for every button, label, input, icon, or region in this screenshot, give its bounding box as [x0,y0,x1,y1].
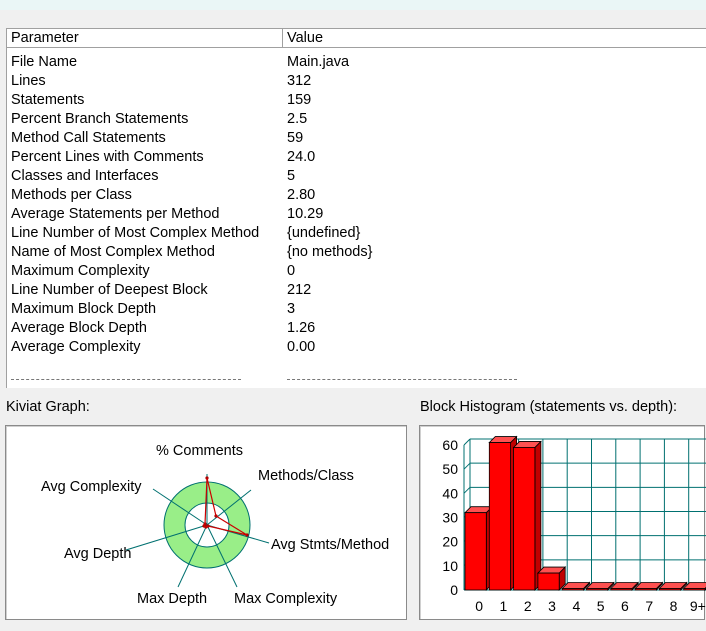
histogram-bar [512,440,542,591]
param-name: Method Call Statements [11,130,166,146]
param-value: 212 [287,282,312,298]
param-name: Statements [11,92,85,108]
param-value: 2.5 [287,111,308,127]
kiviat-label-comments: % Comments [156,443,243,459]
grid-line [463,462,471,470]
kiviat-label-methods-class: Methods/Class [258,468,354,484]
grid-line [463,486,471,494]
y-tick-label: 0 [450,582,458,598]
param-value: 159 [287,92,312,108]
param-value: 24.0 [287,149,316,165]
param-value: 312 [287,73,312,89]
x-tick-label: 6 [621,598,629,614]
param-name: Lines [11,73,46,89]
kiviat-axis-methods-class [206,489,252,526]
param-name: Average Complexity [11,339,141,355]
y-tick-label: 20 [442,534,458,550]
param-value: 2.80 [287,187,316,203]
param-value: 5 [287,168,296,184]
histogram-bar [658,581,688,591]
histogram-bar [634,581,664,591]
separator-left [11,379,241,381]
kiviat-label-max-depth: Max Depth [137,591,207,607]
separator-right [287,379,517,381]
param-value: 3 [287,301,296,317]
x-tick-label: 1 [500,598,508,614]
param-name: Percent Branch Statements [11,111,189,127]
kiviat-label-avg-stmts: Avg Stmts/Method [271,537,389,553]
param-value: 0.00 [287,339,316,355]
param-name: Percent Lines with Comments [11,149,204,165]
param-name: Classes and Interfaces [11,168,159,184]
x-tick-label: 8 [670,598,678,614]
histogram-bar [561,581,591,591]
y-tick-label: 50 [442,461,458,477]
y-tick-label: 60 [442,437,458,453]
param-value: 59 [287,130,304,146]
x-tick-label: 4 [572,598,580,614]
kiviat-axis-avg-complexity [152,488,208,526]
histogram-bar [536,566,567,591]
param-name: Average Block Depth [11,320,147,336]
param-name: Maximum Complexity [11,263,150,279]
histogram-bar [585,581,615,591]
histogram-bar [609,581,640,591]
kiviat-axis-max-depth [177,524,208,588]
kiviat-plot [203,477,248,536]
param-value: 1.26 [287,320,316,336]
param-name: Average Statements per Method [11,206,220,222]
kiviat-label-avg-depth: Avg Depth [64,546,131,562]
kiviat-axis-avg-depth [125,524,208,551]
y-tick-label: 30 [442,510,458,526]
kiviat-graph: % Comments Methods/Class Avg Stmts/Metho… [5,425,407,620]
histogram-bar [464,505,494,591]
x-tick-label: 2 [524,598,532,614]
kiviat-label-avg-complexity: Avg Complexity [41,479,142,495]
kiviat-axis-max-complexity [206,524,238,588]
y-tick-label: 40 [442,485,458,501]
column-header-parameter[interactable]: Parameter [7,29,283,48]
x-tick-label: 3 [548,598,556,614]
param-value: {undefined} [287,225,361,241]
kiviat-svg: % Comments Methods/Class Avg Stmts/Metho… [41,443,389,607]
y-tick-label: 10 [442,558,458,574]
kiviat-label-max-complexity: Max Complexity [234,591,338,607]
param-value: Main.java [287,54,350,70]
histogram-bar [682,582,706,591]
param-name: Line Number of Deepest Block [11,282,208,298]
param-name: Line Number of Most Complex Method [11,225,260,241]
param-name: Maximum Block Depth [11,301,157,317]
param-name: Methods per Class [11,187,132,203]
x-tick-label: 5 [597,598,605,614]
column-header-value[interactable]: Value [283,29,706,48]
param-value: {no methods} [287,244,373,260]
param-value: 10.29 [287,206,324,222]
kiviat-title: Kiviat Graph: [6,399,90,415]
grid-line [463,438,471,446]
x-tick-label: 0 [475,598,483,614]
x-tick-label: 7 [645,598,653,614]
histogram-title: Block Histogram (statements vs. depth): [420,399,678,415]
param-name: File Name [11,54,78,70]
histogram-bar [488,435,518,591]
x-tick-label: 9+ [690,598,706,614]
param-name: Name of Most Complex Method [11,244,215,260]
param-value: 0 [287,263,296,279]
top-strip [0,0,706,10]
